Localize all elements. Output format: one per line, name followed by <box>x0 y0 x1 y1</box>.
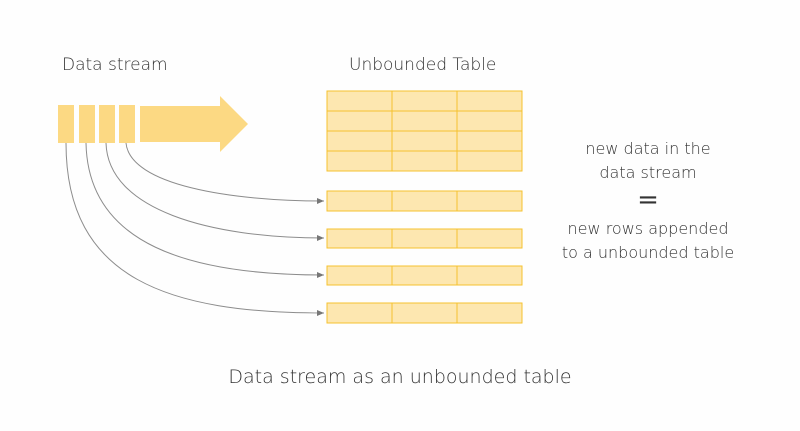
table-cell <box>326 130 393 152</box>
table-cell <box>456 110 523 132</box>
table-cell <box>391 190 458 212</box>
equals-sign: = <box>637 185 659 215</box>
connector-line <box>65 142 325 316</box>
table-cell <box>391 130 458 152</box>
table-cell <box>391 110 458 132</box>
data-stream-label: Data stream <box>62 55 168 75</box>
table-cell <box>391 265 458 286</box>
table-cell <box>456 302 523 324</box>
stream-block <box>119 105 135 143</box>
appended-rows <box>326 190 523 324</box>
table-cell <box>456 228 523 249</box>
equation-left-line-2: data stream <box>599 163 697 182</box>
equation-block: new data in the data stream = new rows a… <box>548 137 748 265</box>
unbounded-table <box>326 90 523 172</box>
table-cell <box>391 302 458 324</box>
equation-right-line-1: new rows appended <box>567 219 729 238</box>
table-cell <box>391 90 458 112</box>
unbounded-table-label: Unbounded Table <box>349 55 497 75</box>
stream-block <box>99 105 115 143</box>
connector-line <box>105 142 325 241</box>
appended-row <box>326 302 523 324</box>
table-cell <box>456 90 523 112</box>
table-cell <box>326 150 393 172</box>
appended-row <box>326 228 523 249</box>
appended-row <box>326 265 523 286</box>
connector-line <box>85 142 325 278</box>
table-cell <box>326 90 393 112</box>
table-cell <box>456 190 523 212</box>
connectors <box>65 142 325 316</box>
table-cell <box>326 265 393 286</box>
stream-block <box>79 105 95 143</box>
table-cell <box>456 130 523 152</box>
table-cell <box>456 150 523 172</box>
table-cell <box>326 228 393 249</box>
table-cell <box>456 265 523 286</box>
table-cell <box>326 110 393 132</box>
table-cell <box>326 302 393 324</box>
equation-right-line-2: to a unbounded table <box>561 243 735 262</box>
table-cell <box>326 190 393 212</box>
table-cell <box>391 228 458 249</box>
diagram-caption: Data stream as an unbounded table <box>228 366 572 388</box>
table-cell <box>391 150 458 172</box>
appended-row <box>326 190 523 212</box>
stream-block <box>58 105 74 143</box>
stream-blocks <box>58 105 135 143</box>
stream-arrow <box>140 96 248 152</box>
connector-line <box>125 142 325 204</box>
equation-left-line-1: new data in the <box>585 139 711 158</box>
